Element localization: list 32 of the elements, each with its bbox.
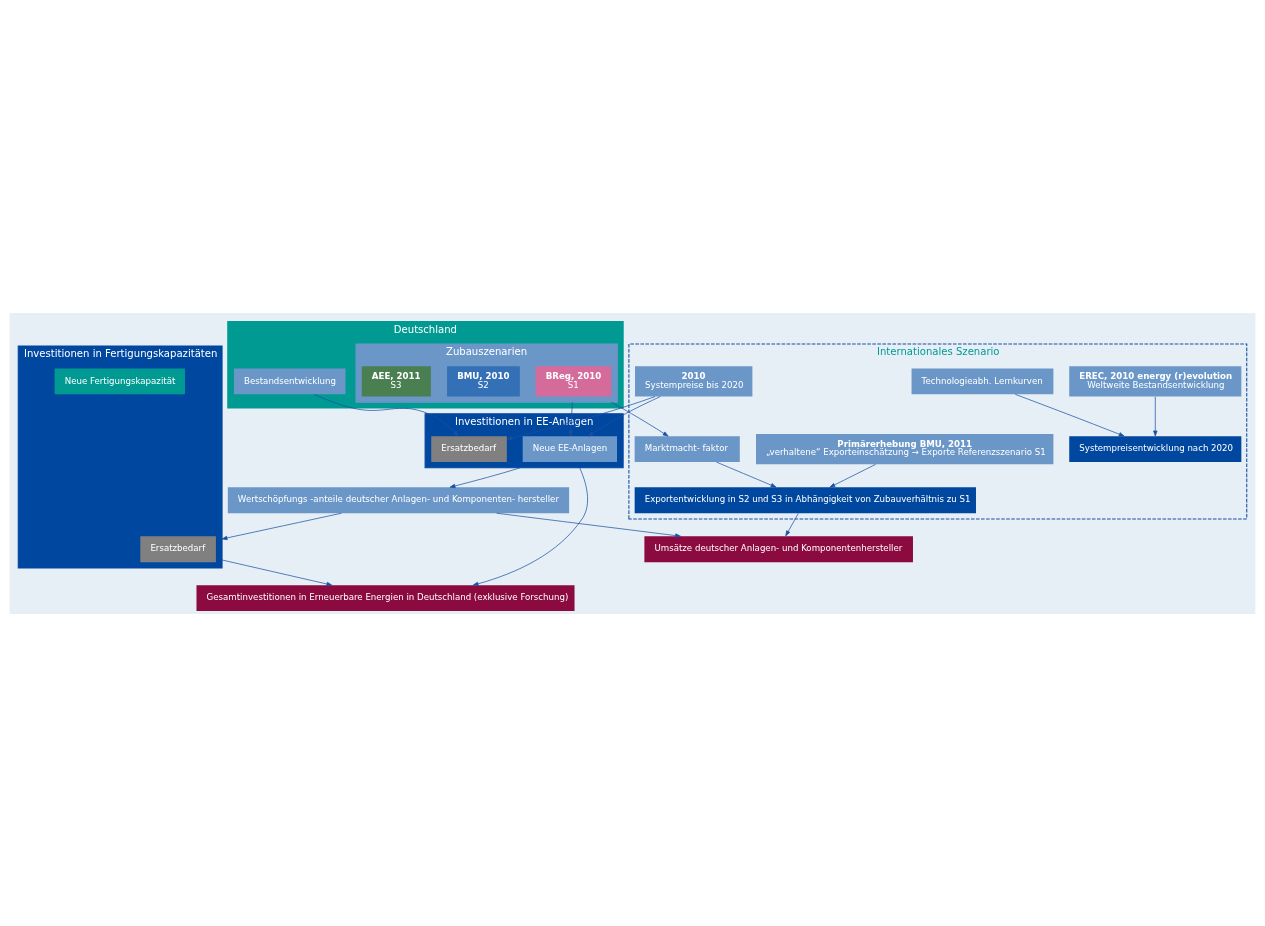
- arrow: [785, 512, 799, 536]
- node-box: Systempreisentwicklung nach 2020: [1069, 435, 1242, 462]
- node-box: 2010 Systempreise bis 2020: [635, 365, 753, 397]
- arrow: [716, 461, 777, 488]
- node-box: BMU, 2010 S2: [447, 365, 520, 397]
- arrow: [221, 559, 333, 586]
- arrow: [506, 395, 656, 440]
- node-box: EREC, 2010 energy (r)evolution Weltweite Bestandsentwicklung: [1069, 365, 1242, 397]
- arrow: [611, 401, 669, 436]
- arrow: [496, 512, 681, 538]
- arrow: [1153, 395, 1158, 436]
- arrow: [472, 466, 588, 586]
- node-box: Bestandsentwicklung: [233, 367, 346, 394]
- node-box: Neue EE-Anlagen: [522, 435, 617, 462]
- node-box: Primärerhebung BMU, 2011 „verhaltene“ Exporteinschätzung → Exporte Referenzszenario S1: [756, 433, 1054, 464]
- node-box: Exportentwicklung in S2 und S3 in Abhängigkeit von Zubauverhältnis zu S1: [634, 486, 976, 513]
- arrow: [568, 401, 573, 436]
- node-box: Ersatzbedarf: [140, 535, 216, 562]
- node-box: Technologieabh. Lernkurven: [911, 367, 1054, 394]
- node-box: Neue Fertigungskapazität: [54, 367, 185, 394]
- node-box: Gesamtinvestitionen in Erneuerbare Energien in Deutschland (exklusive Forschung): [196, 584, 575, 611]
- arrow: [1014, 393, 1125, 436]
- node-box: Marktmacht- faktor: [634, 435, 740, 462]
- node-box: AEE, 2011 S3: [361, 365, 431, 397]
- arrow: [221, 512, 342, 540]
- arrow: [449, 466, 521, 488]
- node-box: Ersatzbedarf: [431, 435, 507, 462]
- arrow: [587, 395, 661, 436]
- node-box: Wertschöpfungs -anteile deutscher Anlagen- und Komponenten- hersteller: [227, 486, 570, 513]
- node-box: Umsätze deutscher Anlagen- und Komponentenhersteller: [644, 535, 913, 562]
- node-box: BReg, 2010 S1: [535, 365, 612, 397]
- arrow: [829, 463, 877, 488]
